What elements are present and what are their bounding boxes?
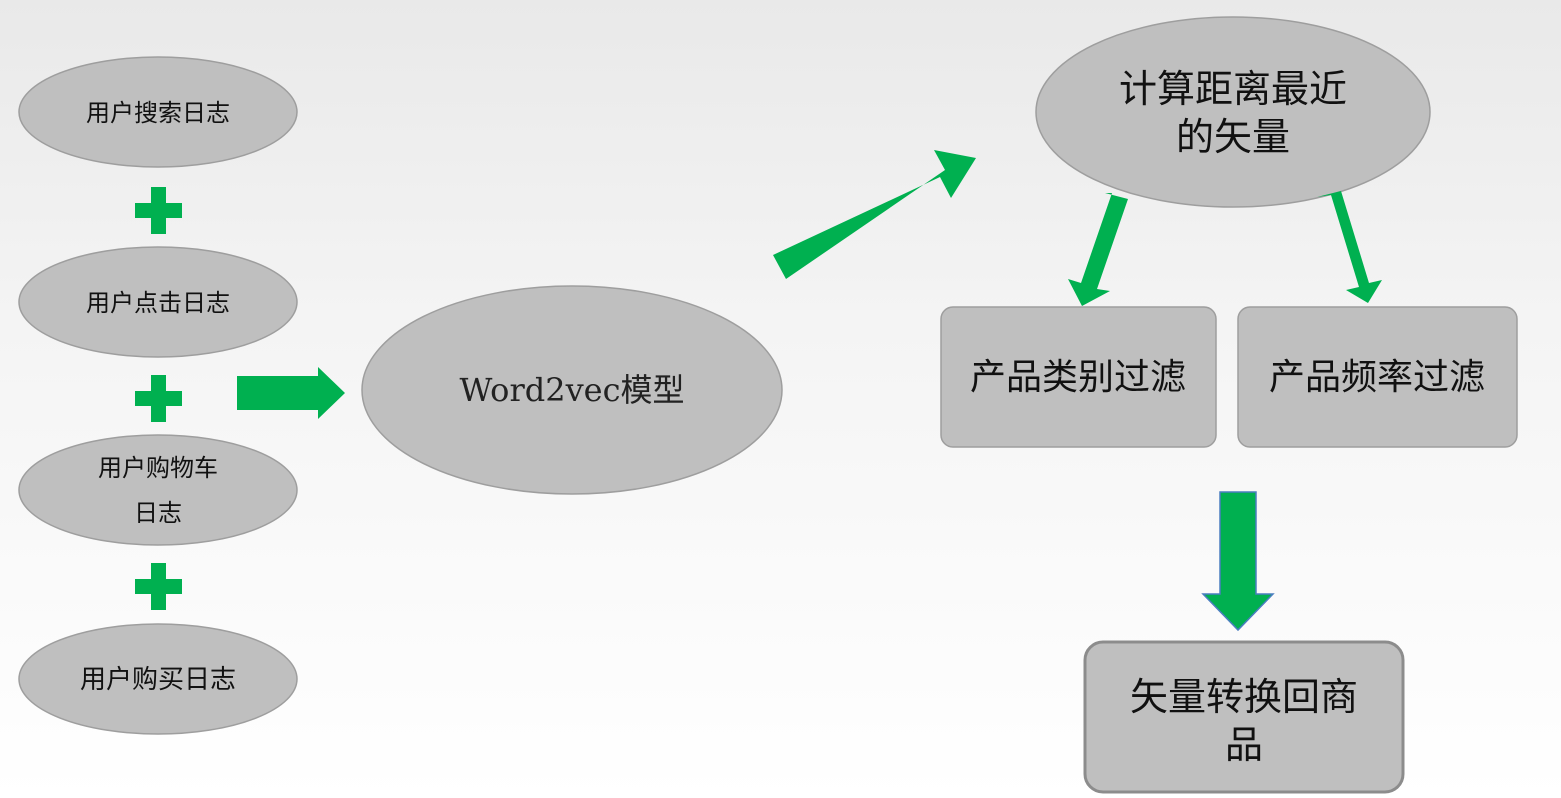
nearest-vector-label-line2: 的矢量 <box>1176 115 1290 159</box>
source-purchase-log: 用户购买日志 <box>18 623 298 735</box>
source-search-log: 用户搜索日志 <box>18 56 298 168</box>
arrow-diagonal-to-nearest <box>773 150 976 279</box>
plus-sign-3 <box>135 563 182 610</box>
nearest-vector-node: 计算距离最近 的矢量 <box>1035 16 1431 208</box>
source-search-log-label: 用户搜索日志 <box>86 99 230 127</box>
nearest-vector-label-line1: 计算距离最近 <box>1119 67 1347 111</box>
vector-to-product-node: 矢量转换回商 品 <box>1083 640 1405 794</box>
vector-to-product-label-line1: 矢量转换回商 <box>1130 675 1358 719</box>
vector-to-product-label-line2: 品 <box>1225 723 1263 767</box>
plus-sign-2 <box>135 375 182 422</box>
category-filter-node: 产品类别过滤 <box>940 306 1217 448</box>
source-cart-log-label-line1: 用户购物车 <box>98 454 218 482</box>
word2vec-model-node: Word2vec模型 <box>361 285 783 495</box>
source-click-log: 用户点击日志 <box>18 246 298 358</box>
frequency-filter-node: 产品频率过滤 <box>1237 306 1518 448</box>
arrow-down-to-output <box>1201 491 1275 632</box>
source-purchase-log-label: 用户购买日志 <box>80 665 236 695</box>
frequency-filter-label: 产品频率过滤 <box>1269 357 1485 398</box>
category-filter-label: 产品类别过滤 <box>970 357 1186 398</box>
arrow-right-to-model <box>237 367 345 419</box>
source-cart-log: 用户购物车 日志 <box>18 434 298 546</box>
word2vec-model-label: Word2vec模型 <box>459 371 684 409</box>
source-cart-log-label-line2: 日志 <box>134 499 182 527</box>
plus-sign-1 <box>135 187 182 234</box>
source-click-log-label: 用户点击日志 <box>86 289 230 317</box>
arrow-to-category-filter <box>1068 193 1128 306</box>
arrow-to-frequency-filter <box>1317 191 1382 303</box>
